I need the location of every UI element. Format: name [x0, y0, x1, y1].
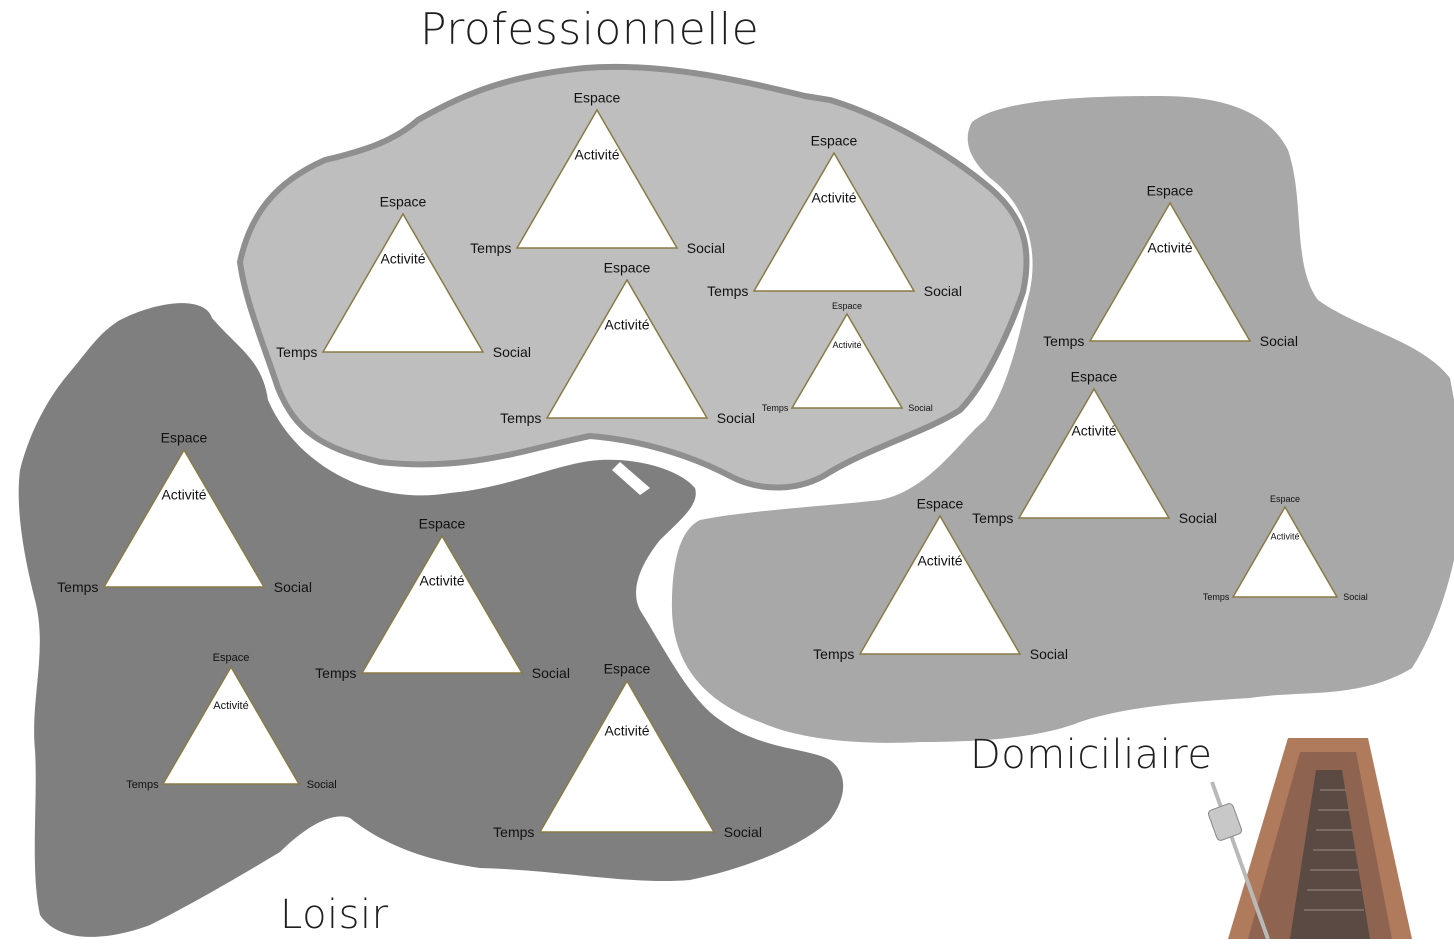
activite-label: Activité: [604, 722, 649, 738]
region-title-domiciliaire: Domiciliaire: [970, 732, 1213, 778]
espace-label: Espace: [419, 515, 466, 531]
social-label: Social: [687, 240, 725, 256]
temps-label: Temps: [315, 665, 356, 681]
social-label: Social: [717, 410, 755, 426]
social-label: Social: [1260, 333, 1298, 349]
espace-label: Espace: [1270, 494, 1300, 504]
social-label: Social: [307, 779, 337, 791]
region-title-loisir: Loisir: [280, 892, 389, 938]
triangle-shape: [752, 151, 916, 292]
temps-label: Temps: [57, 579, 98, 595]
social-label: Social: [274, 579, 312, 595]
temps-label: Temps: [1043, 333, 1084, 349]
triangle-shape: [1017, 387, 1171, 519]
activite-label: Activité: [1071, 422, 1116, 438]
triangle-shape: [360, 534, 524, 674]
triangle-shape: [1088, 201, 1252, 342]
activite-label: Activité: [1147, 240, 1192, 256]
triangle-shape: [161, 665, 301, 785]
activite-label: Activité: [832, 340, 861, 350]
temps-label: Temps: [493, 824, 534, 840]
temps-label: Temps: [762, 403, 789, 413]
activite-label: Activité: [419, 572, 464, 588]
temps-label: Temps: [470, 240, 511, 256]
activite-label: Activité: [574, 147, 619, 163]
triangle-shape: [538, 679, 716, 833]
temps-label: Temps: [813, 646, 854, 662]
temps-label: Temps: [1203, 592, 1230, 602]
espace-label: Espace: [161, 429, 208, 445]
triangle-shape: [858, 514, 1022, 655]
activite-label: Activité: [1270, 531, 1299, 541]
espace-label: Espace: [917, 495, 964, 511]
triangle-shape: [321, 212, 485, 353]
temps-label: Temps: [707, 283, 748, 299]
region-professionnelle-blob: [236, 63, 1030, 491]
espace-label: Espace: [811, 132, 858, 148]
triangle-shape: [515, 108, 679, 249]
metronome-icon: [1207, 738, 1412, 940]
social-label: Social: [724, 824, 762, 840]
social-label: Social: [1343, 592, 1368, 602]
activite-label: Activité: [917, 553, 962, 569]
social-label: Social: [908, 403, 933, 413]
triangle-shape: [102, 448, 266, 588]
activite-label: Activité: [161, 486, 206, 502]
espace-label: Espace: [604, 259, 651, 275]
loisir-notch: [612, 462, 650, 495]
triangle-shape: [790, 312, 904, 409]
triangle-shape: [1231, 505, 1339, 598]
espace-label: Espace: [1071, 368, 1118, 384]
temps-label: Temps: [276, 344, 317, 360]
activite-label: Activité: [380, 251, 425, 267]
espace-label: Espace: [1147, 182, 1194, 198]
social-label: Social: [532, 665, 570, 681]
activite-label: Activité: [604, 317, 649, 333]
region-title-professionnelle: Professionnelle: [420, 4, 760, 55]
triangle-shape: [545, 278, 709, 419]
espace-label: Espace: [832, 301, 862, 311]
social-label: Social: [924, 283, 962, 299]
espace-label: Espace: [574, 89, 621, 105]
activite-label: Activité: [811, 190, 856, 206]
social-label: Social: [1030, 646, 1068, 662]
espace-label: Espace: [604, 660, 651, 676]
espace-label: Espace: [380, 193, 427, 209]
social-label: Social: [493, 344, 531, 360]
temps-label: Temps: [126, 779, 159, 791]
espace-label: Espace: [213, 652, 250, 664]
temps-label: Temps: [972, 510, 1013, 526]
temps-label: Temps: [500, 410, 541, 426]
activite-label: Activité: [213, 700, 248, 712]
social-label: Social: [1179, 510, 1217, 526]
